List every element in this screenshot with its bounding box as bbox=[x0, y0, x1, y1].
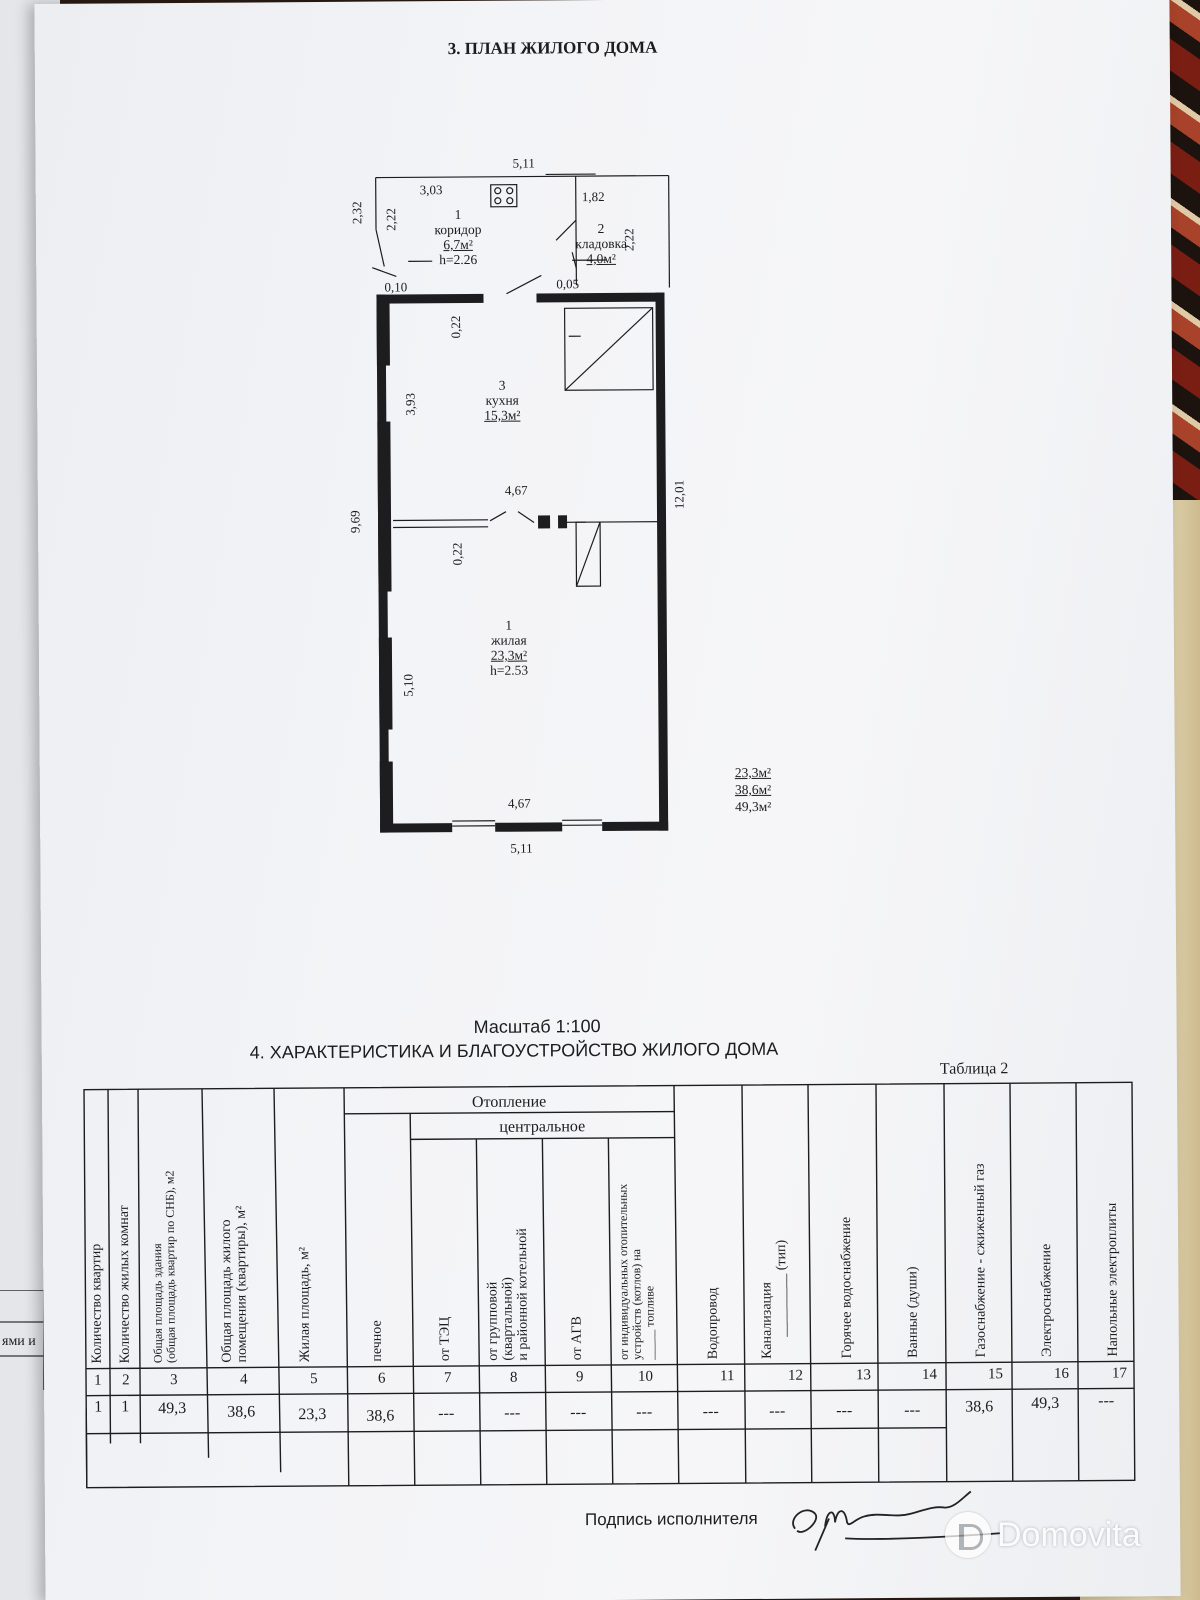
watermark: Domovita bbox=[945, 1512, 1141, 1558]
header-from-chp: от ТЭЦ bbox=[437, 1316, 453, 1362]
left-page-text: ями и bbox=[2, 1334, 36, 1349]
header-sewerage: Канализация_________ (тип) bbox=[759, 1239, 790, 1359]
header-living-area: Жилая площадь, м² bbox=[297, 1246, 313, 1363]
header-hot-water: Горячее водоснабжение bbox=[838, 1216, 855, 1359]
col-number: 17 bbox=[1111, 1365, 1128, 1382]
header-building-area: Общая площадь здания(общая площадь кварт… bbox=[150, 1170, 178, 1364]
col-number: 12 bbox=[787, 1367, 804, 1384]
col-number: 7 bbox=[443, 1370, 452, 1387]
col-number: 11 bbox=[719, 1368, 735, 1385]
watermark-text: Domovita bbox=[997, 1515, 1141, 1554]
cell-electricity: 49,3 bbox=[1031, 1394, 1060, 1413]
col-number: 16 bbox=[1053, 1365, 1070, 1382]
cell-gas-supply: 38,6 bbox=[965, 1398, 994, 1416]
cell-water-supply: --- bbox=[702, 1403, 719, 1421]
signature bbox=[792, 1490, 1001, 1551]
header-apartment-count: Количество квартир bbox=[89, 1243, 105, 1364]
col-number: 13 bbox=[855, 1367, 872, 1384]
cell-stove-heating: 38,6 bbox=[366, 1407, 395, 1425]
header-room-count: Количество жилых комнат bbox=[116, 1205, 133, 1364]
col-number: 8 bbox=[509, 1369, 518, 1386]
header-baths: Ванные (души) bbox=[905, 1266, 921, 1358]
cell-baths: --- bbox=[904, 1401, 921, 1419]
header-gas-supply: Газоснабжение - сжиженный газ bbox=[972, 1163, 989, 1358]
floor-plan bbox=[372, 173, 671, 833]
header-from-agv: от АГВ bbox=[569, 1316, 585, 1361]
cell-from-agv: --- bbox=[570, 1404, 587, 1422]
col-number: 14 bbox=[921, 1366, 938, 1383]
col-number: 10 bbox=[637, 1368, 654, 1385]
header-electricity: Электроснабжение bbox=[1039, 1243, 1055, 1357]
signature-label: Подпись исполнителя bbox=[584, 1508, 758, 1530]
document-page: 3. ПЛАН ЖИЛОГО ДОМА bbox=[34, 0, 1181, 1600]
cell-from-chp: --- bbox=[438, 1405, 455, 1423]
header-central-heating: центральное bbox=[499, 1118, 586, 1136]
col-number: 15 bbox=[987, 1366, 1004, 1383]
cell-room-count: 1 bbox=[121, 1398, 130, 1416]
cell-group-boiler: --- bbox=[504, 1404, 521, 1422]
cell-living-area: 23,3 bbox=[298, 1405, 327, 1424]
header-heating: Отопление bbox=[471, 1093, 547, 1111]
col-number: 3 bbox=[169, 1372, 178, 1389]
col-number: 2 bbox=[121, 1372, 130, 1389]
cell-apartment-count: 1 bbox=[94, 1398, 103, 1416]
header-electric-stoves: Напольные электроплиты bbox=[1104, 1202, 1121, 1357]
header-water-supply: Водопровод bbox=[705, 1287, 721, 1360]
header-stove-heating: печное bbox=[369, 1320, 385, 1362]
col-number: 4 bbox=[239, 1371, 248, 1388]
watermark-logo-icon bbox=[945, 1512, 991, 1558]
cell-building-area: 49,3 bbox=[158, 1399, 187, 1418]
header-group-boiler: от групповой(квартальной)и районной коте… bbox=[485, 1228, 531, 1361]
col-number: 6 bbox=[377, 1370, 386, 1387]
col-number: 5 bbox=[309, 1371, 318, 1388]
col-number: 9 bbox=[575, 1369, 584, 1386]
cell-electric-stoves: --- bbox=[1098, 1392, 1115, 1410]
cell-sewerage: --- bbox=[769, 1402, 786, 1420]
cell-hot-water: --- bbox=[836, 1402, 853, 1420]
cell-individual-heating: --- bbox=[636, 1403, 653, 1421]
table-grid bbox=[83, 1081, 1136, 1489]
cell-apartment-area: 38,6 bbox=[227, 1403, 256, 1421]
col-number: 1 bbox=[93, 1372, 102, 1389]
